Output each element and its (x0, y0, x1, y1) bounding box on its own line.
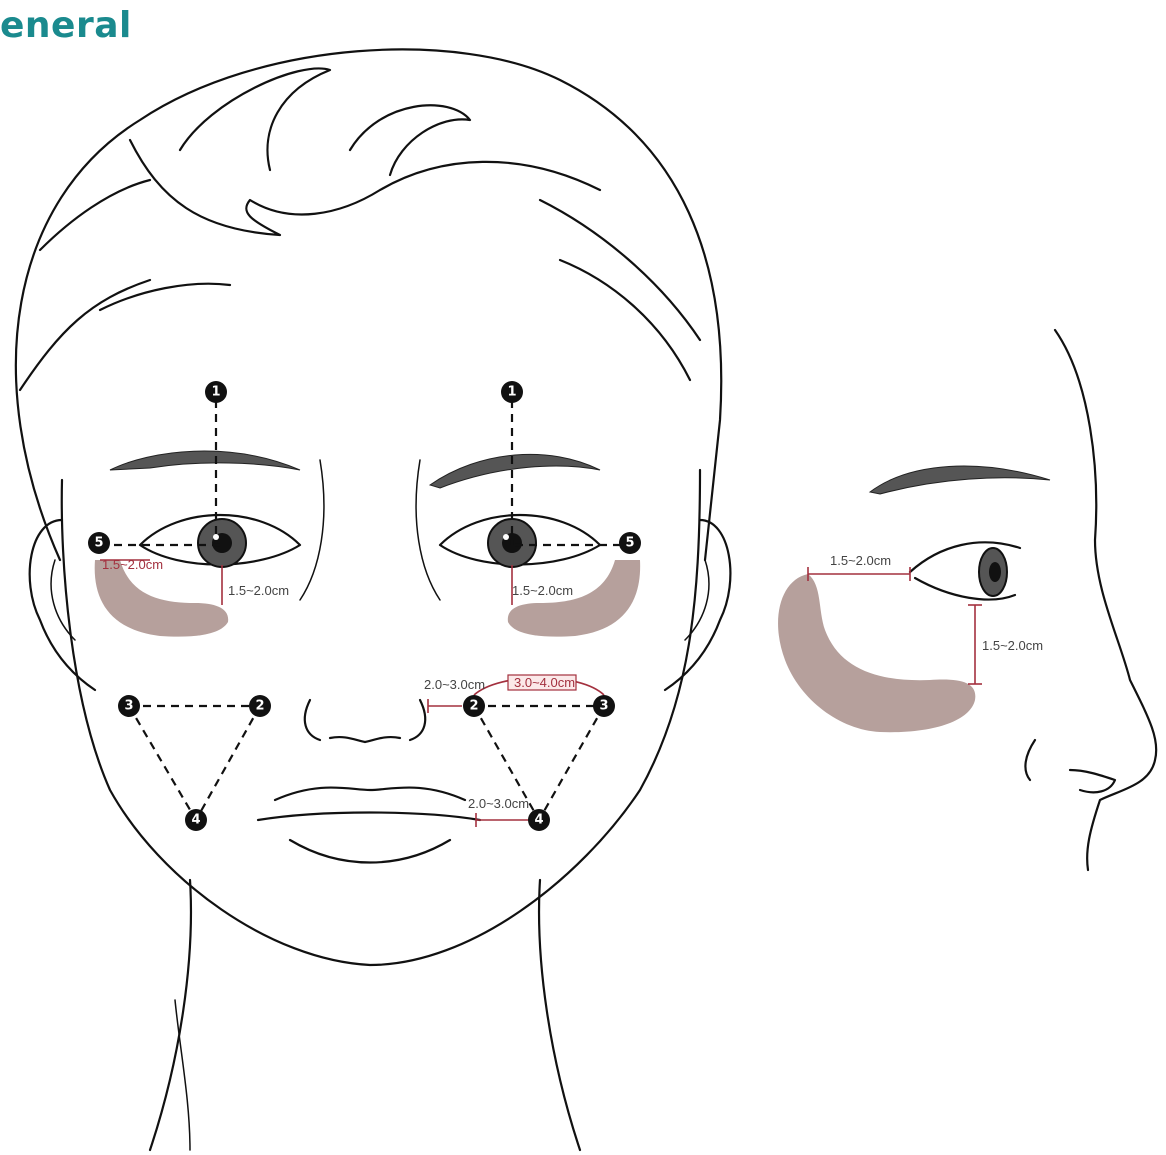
point-4-right: 4 (528, 809, 550, 831)
label-under-eye-left: 1.5~2.0cm (228, 583, 289, 598)
point-5-right: 5 (619, 532, 641, 554)
eyebrows (110, 451, 600, 488)
svg-text:2: 2 (255, 699, 264, 714)
svg-text:4: 4 (534, 813, 543, 828)
under-eye-patches (95, 560, 640, 637)
svg-text:5: 5 (94, 536, 103, 551)
profile-view: 1.5~2.0cm 1.5~2.0cm (778, 330, 1156, 870)
label-nose-to-point2: 2.0~3.0cm (424, 677, 485, 692)
point-1-right: 1 (501, 381, 523, 403)
point-2-right: 2 (463, 695, 485, 717)
svg-text:1: 1 (507, 385, 516, 400)
svg-text:3: 3 (124, 699, 133, 714)
label-profile-vertical: 1.5~2.0cm (982, 638, 1043, 653)
label-point2-to-point3: 3.0~4.0cm (514, 675, 575, 690)
eyes (140, 515, 600, 567)
point-4-left: 4 (185, 809, 207, 831)
label-mouth-to-point4: 2.0~3.0cm (468, 796, 529, 811)
point-5-left: 5 (88, 532, 110, 554)
point-1-left: 1 (205, 381, 227, 403)
measurement-lines (100, 560, 604, 827)
point-2-left: 2 (249, 695, 271, 717)
label-profile-horizontal: 1.5~2.0cm (830, 553, 891, 568)
svg-text:1: 1 (211, 385, 220, 400)
svg-text:5: 5 (625, 536, 634, 551)
patch-right (508, 560, 640, 637)
measurement-labels: 1.5~2.0cm 1.5~2.0cm 1.5~2.0cm 2.0~3.0cm … (102, 557, 575, 811)
label-under-eye-right: 1.5~2.0cm (512, 583, 573, 598)
point-3-left: 3 (118, 695, 140, 717)
svg-text:2: 2 (469, 699, 478, 714)
svg-text:3: 3 (599, 699, 608, 714)
point-3-right: 3 (593, 695, 615, 717)
nose-and-mouth (258, 700, 480, 863)
label-outer-corner-left: 1.5~2.0cm (102, 557, 163, 572)
patch-profile (778, 574, 975, 732)
svg-text:4: 4 (191, 813, 200, 828)
